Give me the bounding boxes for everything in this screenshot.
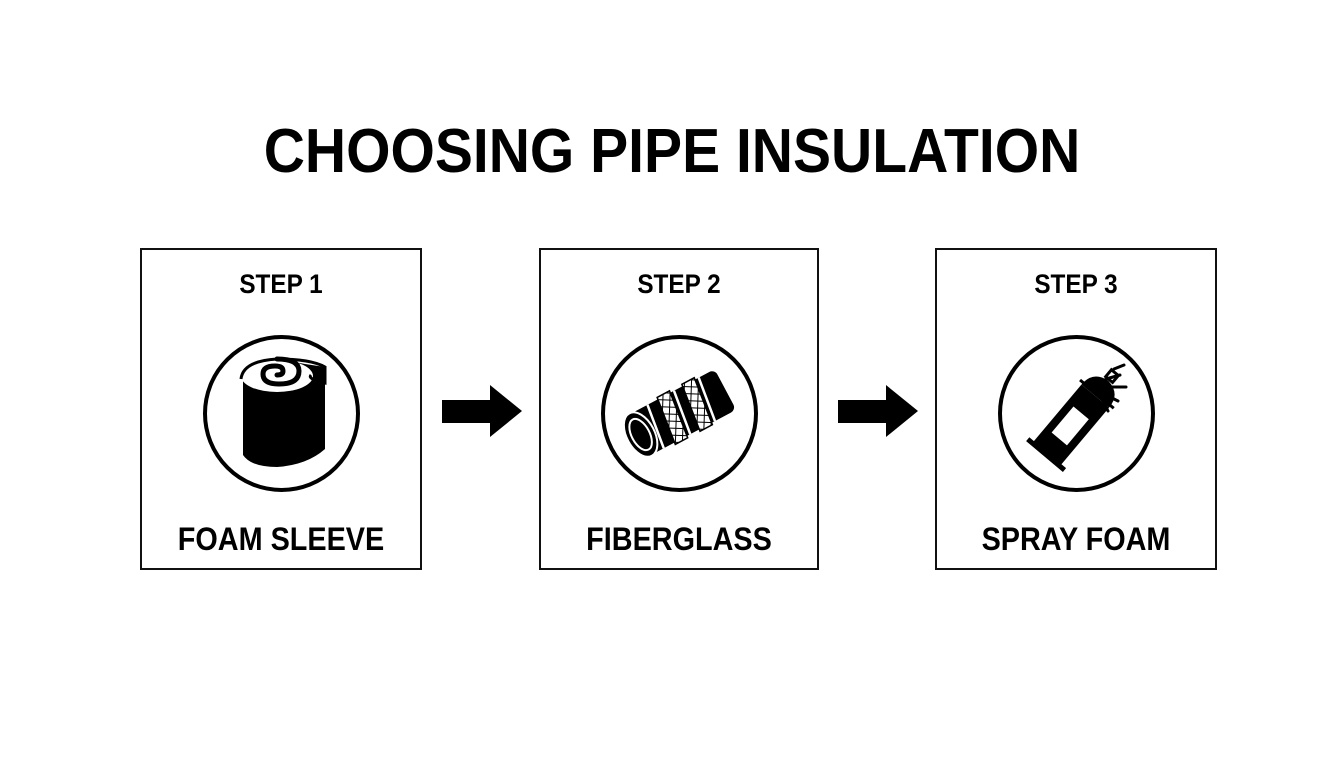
spray-can-icon xyxy=(998,335,1155,492)
diagram-title: CHOOSING PIPE INSULATION xyxy=(263,117,1081,186)
step-number-label: STEP 2 xyxy=(637,269,721,299)
fiberglass-wrapped-pipe-icon xyxy=(601,335,758,492)
arrow-right-icon xyxy=(442,385,522,437)
step-card-2: STEP 2 FIBERGLA xyxy=(539,248,819,570)
step-number-label: STEP 3 xyxy=(1034,269,1118,299)
arrow-right-icon xyxy=(838,385,918,437)
step-material-label: FOAM SLEEVE xyxy=(177,521,385,557)
step-card-1: STEP 1 FOAM SLEEVE xyxy=(140,248,422,570)
step-number-label: STEP 1 xyxy=(239,269,323,299)
step-card-3: STEP 3 xyxy=(935,248,1217,570)
step-material-label: FIBERGLASS xyxy=(586,521,772,557)
foam-roll-icon xyxy=(203,335,360,492)
step-material-label: SPRAY FOAM xyxy=(981,521,1171,557)
